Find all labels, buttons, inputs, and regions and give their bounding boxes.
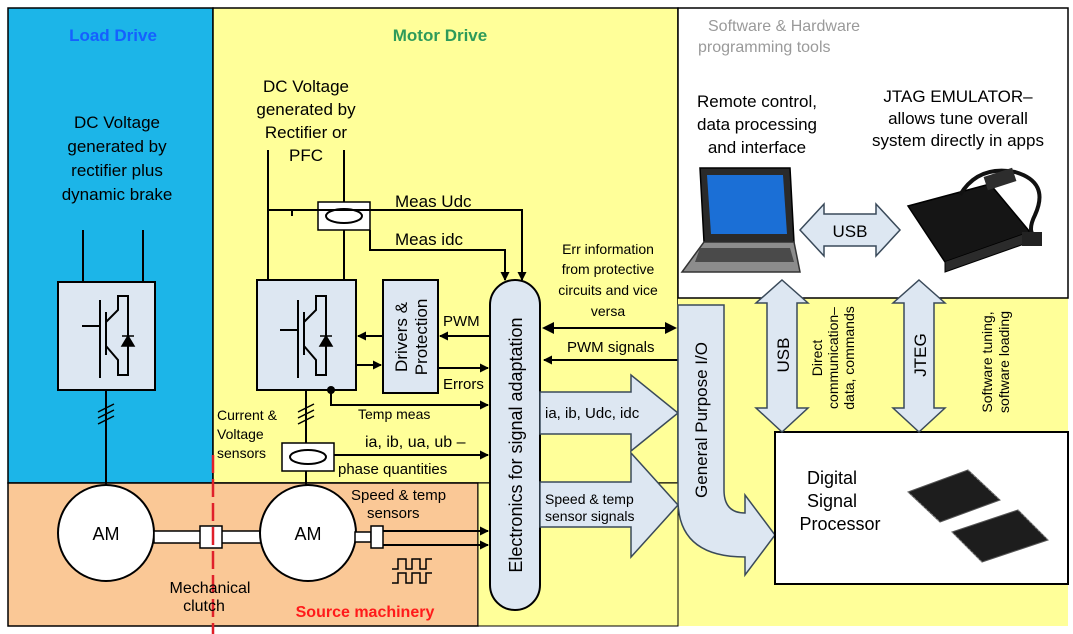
meas-udc-label: Meas Udc [395, 192, 472, 211]
err-info-label: Err information from protective circuits… [558, 241, 658, 319]
err-line3: circuits and vice [558, 282, 658, 298]
remote-line1: Remote control, [697, 92, 817, 111]
idc-arrow [369, 230, 510, 281]
speed-sensor-icon [370, 525, 384, 549]
pwm-signals-label: PWM signals [567, 339, 655, 356]
gpio-block-arrow [677, 304, 776, 578]
speed-signals-line1: Speed & temp [545, 491, 634, 507]
speed-signals-block-arrow [539, 451, 680, 559]
speed-shaft [354, 531, 372, 543]
currents-block-arrow [539, 373, 680, 453]
cv-sensors-line3: sensors [217, 445, 266, 461]
speed-sensors-line2: sensors [367, 505, 420, 522]
motor-dc-line3: Rectifier or [265, 123, 348, 142]
load-drive-title: Load Drive [69, 26, 157, 45]
gpio-label: General Purpose I/O [692, 342, 711, 498]
jteg-label: JTEG [911, 333, 930, 376]
source-machinery-title: Source machinery [296, 604, 435, 621]
usb-v-arrow [754, 278, 810, 434]
jtag-line3: system directly in apps [872, 131, 1044, 150]
motor-dc-label: DC Voltage generated by Rectifier or PFC [256, 77, 356, 165]
motor-inverter-block [256, 279, 357, 391]
sw-line2: software loading [996, 311, 1012, 413]
usb-h-label: USB [833, 222, 868, 241]
usb-v-label: USB [774, 338, 793, 373]
usb-h-arrow [798, 202, 902, 258]
temp-meas-label: Temp meas [358, 406, 430, 422]
laptop-icon [680, 167, 801, 273]
speed-signals-line2: sensor signals [545, 508, 635, 524]
jtag-line2: allows tune overall [888, 109, 1028, 128]
load-inverter-output [97, 390, 115, 490]
motor-dc-line4: PFC [289, 146, 323, 165]
meas-idc-label: Meas idc [395, 230, 464, 249]
dsp-chip-icon [907, 469, 1049, 563]
direct-line1: Direct [809, 340, 825, 377]
dsp-block [774, 431, 1069, 585]
load-dc-line2: generated by [67, 137, 167, 156]
load-dc-line1: DC Voltage [74, 113, 160, 132]
errors-label: Errors [443, 376, 484, 393]
drivers-protection-block [382, 279, 439, 394]
remote-line2: data processing [697, 115, 817, 134]
motor-dc-line2: generated by [256, 100, 356, 119]
temp-meas-arrow [330, 390, 489, 410]
phase-line1: ia, ib, ua, ub – [365, 434, 466, 451]
pwm-label: PWM [443, 313, 480, 330]
currents-label: ia, ib, Udc, idc [545, 405, 640, 422]
err-line1: Err information [562, 241, 654, 257]
shaft [153, 525, 262, 549]
dsp-line1: Digital [807, 468, 857, 488]
udc-arrow [291, 209, 527, 281]
drivers-line1: Drivers & [392, 301, 411, 372]
speed-sensors-line1: Speed & temp [351, 487, 446, 504]
motor-drive-title: Motor Drive [393, 26, 487, 45]
load-dc-line4: dynamic brake [62, 185, 173, 204]
clutch-label-line1: Mechanical [170, 580, 251, 597]
load-drive-region [7, 7, 214, 484]
cv-sensors-line1: Current & [217, 407, 278, 423]
cv-sensors-line2: Voltage [217, 426, 264, 442]
direct-line2: communication– [825, 307, 841, 409]
load-dc-label: DC Voltage generated by rectifier plus d… [62, 113, 173, 204]
err-line2: from protective [562, 261, 655, 277]
tools-title-line2: programming tools [698, 39, 831, 56]
tools-title-line1: Software & Hardware [708, 18, 860, 35]
source-motor-label: AM [295, 524, 322, 544]
signal-adaptation-label: Electronics for signal adaptation [506, 317, 526, 572]
motor-dc-line1: DC Voltage [263, 77, 349, 96]
signal-adaptation-block [489, 279, 541, 611]
jtag-emulator-icon [906, 167, 1042, 273]
jtag-line1: JTAG EMULATOR– [883, 87, 1033, 106]
dsp-line3: Processor [799, 514, 880, 534]
load-dc-line3: rectifier plus [71, 161, 163, 180]
pulse-train-icon-1 [392, 558, 432, 570]
dsp-line2: Signal [807, 491, 857, 511]
err-info-arrow [542, 322, 677, 334]
remote-line3: and interface [708, 138, 806, 157]
load-motor-label: AM [93, 524, 120, 544]
phase-line2: phase quantities [338, 461, 447, 478]
err-line4: versa [591, 303, 625, 319]
jteg-arrow [891, 278, 947, 434]
direct-line3: data, commands [841, 306, 857, 410]
pulse-train-icon-2 [392, 572, 432, 584]
clutch-label-line2: clutch [183, 598, 225, 615]
load-inverter-block [57, 281, 156, 391]
sw-line1: Software tuning, [979, 311, 995, 412]
cv-sensor-icon [289, 449, 327, 465]
clutch-icon [199, 525, 223, 549]
drivers-line2: Protection [412, 299, 431, 376]
